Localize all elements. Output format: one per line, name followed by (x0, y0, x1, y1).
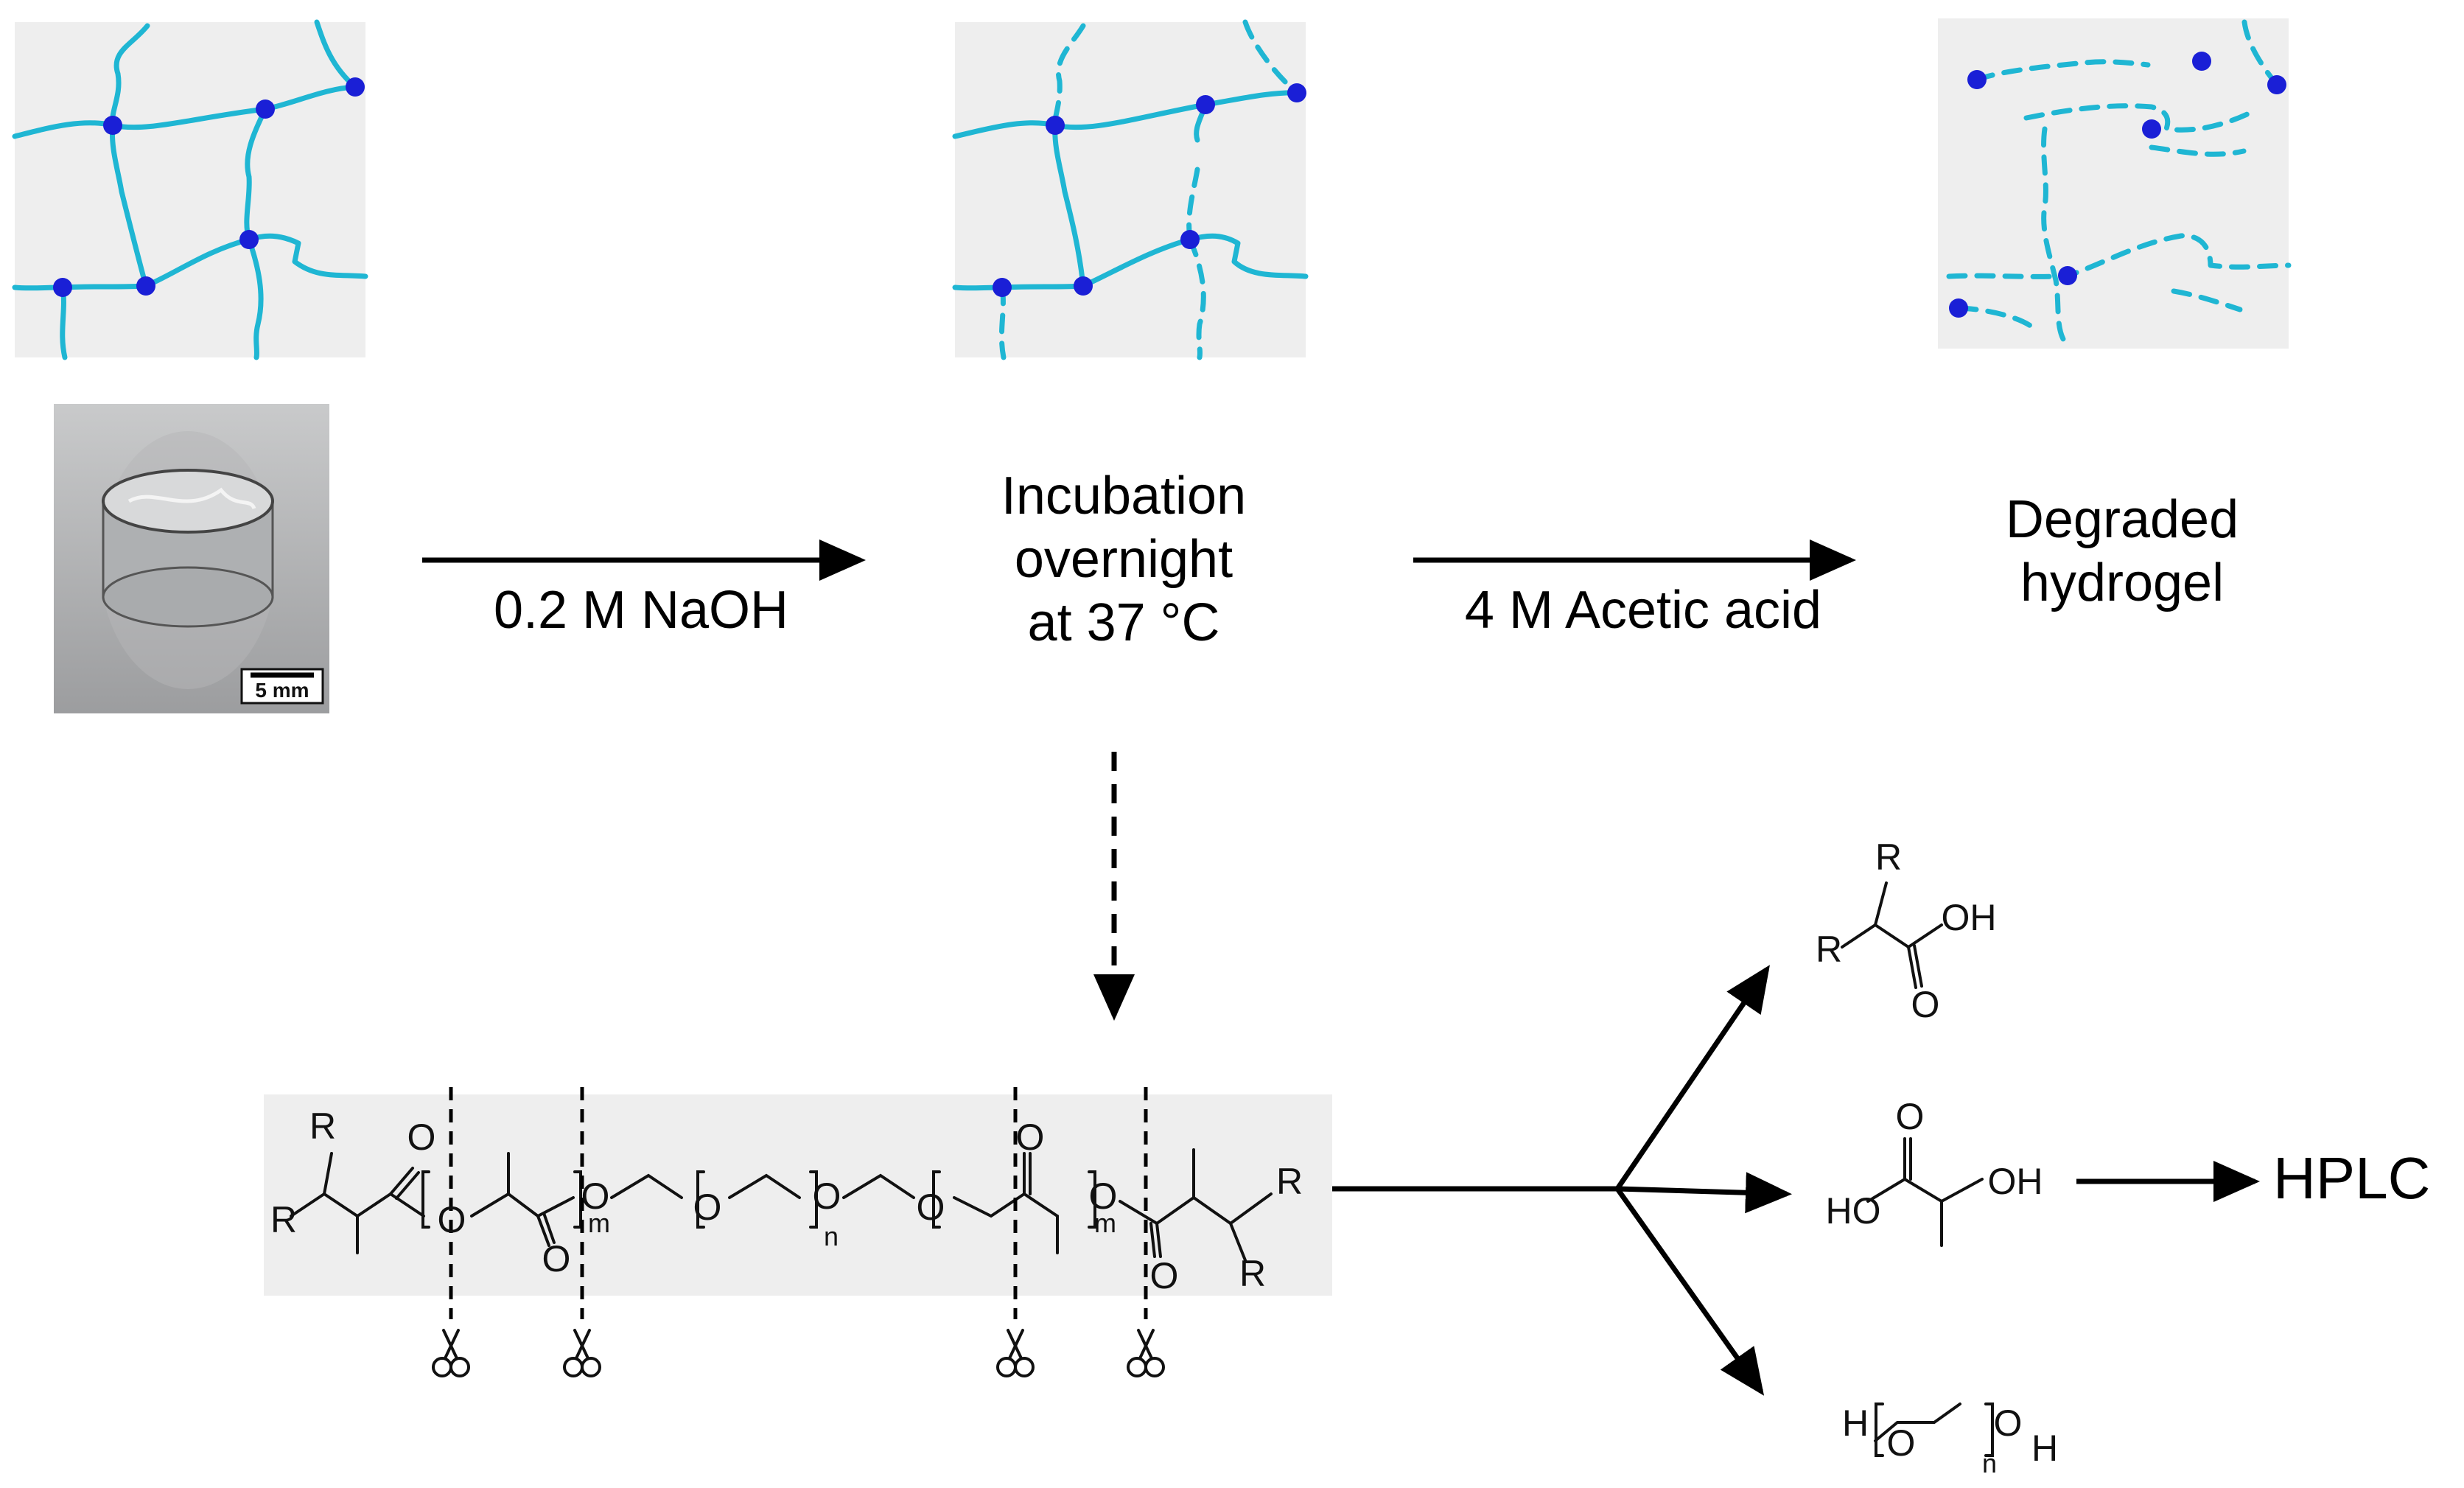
atom-o: O (438, 1199, 466, 1240)
index-m: m (588, 1208, 610, 1238)
incubation-line: overnight (1014, 530, 1233, 589)
atom-r: R (1276, 1161, 1303, 1202)
atom-o: O (1896, 1096, 1925, 1137)
atom-o: O (581, 1176, 610, 1217)
atom-r: R (1816, 929, 1842, 970)
atom-oh: OH (1988, 1161, 2043, 1202)
atom-o: O (1994, 1403, 2023, 1444)
atom-r: R (1239, 1253, 1266, 1294)
network-partial-panel (952, 19, 1309, 360)
atom-o: O (813, 1176, 841, 1217)
incubation-line: at 37 °C (1027, 593, 1220, 652)
atom-o: O (1016, 1117, 1045, 1158)
atom-r: R (1875, 836, 1902, 878)
network-intact-panel (12, 19, 368, 360)
atom-o: O (407, 1117, 436, 1158)
scale-bar-label: 5 mm (255, 679, 309, 702)
product-acid (1841, 881, 1943, 989)
atom-ho: HO (1826, 1190, 1881, 1232)
atom-o: O (1911, 984, 1940, 1025)
atom-o: O (1089, 1176, 1118, 1217)
atom-oh: OH (1942, 897, 1997, 938)
atom-r: R (270, 1199, 297, 1240)
scissors-icon (1127, 1329, 1165, 1377)
result-line: hydrogel (2020, 553, 2225, 612)
hplc-label: HPLC (2273, 1145, 2431, 1211)
atom-o: O (542, 1238, 571, 1279)
degraded-hydrogel-label: Degraded hydrogel (1916, 488, 2328, 615)
atom-o: O (1887, 1422, 1916, 1464)
result-line: Degraded (2005, 490, 2239, 549)
atom-o: O (917, 1187, 945, 1228)
product-arrows (1332, 965, 2260, 1396)
product-lactic-acid (1866, 1137, 1984, 1247)
atom-h: H (2031, 1428, 2058, 1469)
index-n: n (1982, 1448, 1997, 1478)
scissors-icon (563, 1329, 601, 1377)
scissors-icon (432, 1329, 470, 1377)
reagent-naoh-label: 0.2 M NaOH (493, 581, 789, 640)
polymer-structure (264, 1087, 1332, 1319)
atom-r: R (309, 1105, 336, 1147)
scissors-icon (996, 1329, 1035, 1377)
hydrogel-photo (54, 404, 329, 713)
index-m: m (1094, 1208, 1116, 1238)
reagent-acetic-label: 4 M Acetic acid (1464, 581, 1822, 640)
incubation-label: Incubation overnight at 37 °C (910, 464, 1337, 654)
atom-o: O (693, 1187, 722, 1228)
atom-h: H (1842, 1403, 1869, 1444)
index-n: n (824, 1221, 839, 1251)
product-peg (1874, 1403, 1994, 1457)
network-degraded-panel (1938, 18, 2292, 349)
incubation-line: Incubation (1001, 467, 1247, 525)
atom-o: O (1150, 1255, 1179, 1296)
